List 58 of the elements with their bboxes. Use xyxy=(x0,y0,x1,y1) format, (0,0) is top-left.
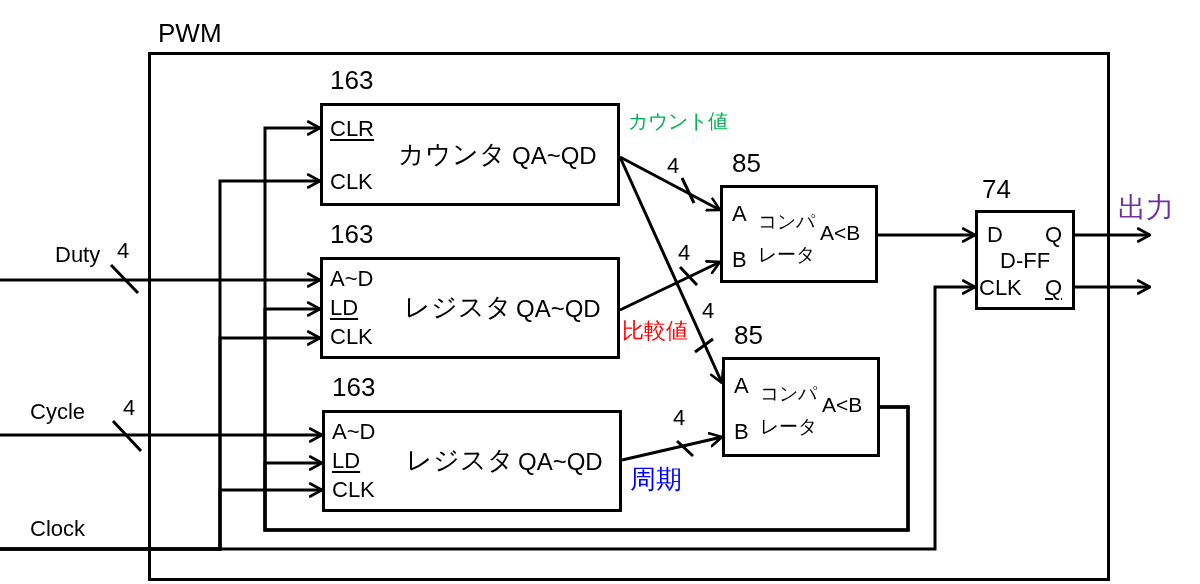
part-number: 163 xyxy=(330,220,374,250)
pin-label: CLK xyxy=(330,324,373,350)
signal-arrow xyxy=(618,156,725,385)
signal-arrow xyxy=(619,260,722,312)
block-name: D-FF xyxy=(1000,248,1051,274)
edge-label: 周期 xyxy=(630,465,682,495)
pin-label: A~D xyxy=(330,266,374,292)
pin-label: A<B xyxy=(822,393,863,418)
block-name: コンパレータ xyxy=(760,382,818,440)
edge-label: 比較値 xyxy=(622,318,688,344)
pin-label: A xyxy=(732,201,747,227)
pin-label: B xyxy=(732,247,747,273)
signal-arrow xyxy=(263,405,910,532)
edge-label: カウント値 xyxy=(628,110,728,133)
bus-width-label: 4 xyxy=(123,395,136,421)
pin-label: CLR xyxy=(330,116,374,142)
pin-label: Q xyxy=(1045,275,1063,301)
part-number: 163 xyxy=(332,373,376,403)
module-title: PWM xyxy=(158,19,222,49)
signal-arrow xyxy=(0,272,322,288)
pin-label: QA~QD xyxy=(512,142,597,170)
part-number: 74 xyxy=(982,175,1011,205)
signal-arrow xyxy=(878,227,977,243)
block-name: レジスタ xyxy=(406,446,514,476)
pin-label: CLK xyxy=(330,169,373,195)
signal-arrow xyxy=(621,432,724,462)
part-number: 85 xyxy=(732,149,761,179)
block-name: レジスタ xyxy=(404,293,512,323)
bus-width-label: 4 xyxy=(117,238,130,264)
part-number: 163 xyxy=(330,66,374,96)
edge-label: 出力 xyxy=(1118,192,1174,225)
pin-label: Q xyxy=(1045,222,1063,248)
signal-arrow xyxy=(1075,227,1152,243)
signal-arrow xyxy=(1075,279,1152,295)
pin-label: LD xyxy=(332,448,361,474)
signal-arrow xyxy=(0,279,977,551)
block-name: コンパレータ xyxy=(758,210,816,268)
signal-arrow xyxy=(619,155,722,212)
block-name: カウンタ xyxy=(398,140,506,170)
signal-name: Duty xyxy=(55,242,101,268)
pin-label: CLK xyxy=(332,477,375,503)
signal-name: Clock xyxy=(30,516,85,542)
signal-name: Cycle xyxy=(30,399,85,425)
pin-label: CLK xyxy=(979,275,1022,301)
pin-label: QA~QD xyxy=(516,295,601,323)
bus-width-label: 4 xyxy=(678,240,691,266)
bus-width-label: 4 xyxy=(702,298,715,324)
part-number: 85 xyxy=(734,321,763,351)
pin-label: LD xyxy=(330,295,359,321)
bus-width-label: 4 xyxy=(673,405,686,431)
pin-label: A xyxy=(734,373,749,399)
bus-width-label: 4 xyxy=(667,153,680,179)
pin-label: A<B xyxy=(820,221,861,246)
pin-label: B xyxy=(734,419,749,445)
pin-label: QA~QD xyxy=(518,448,603,476)
pin-label: D xyxy=(987,222,1003,248)
signal-arrow xyxy=(0,427,324,443)
pin-label: A~D xyxy=(332,419,376,445)
